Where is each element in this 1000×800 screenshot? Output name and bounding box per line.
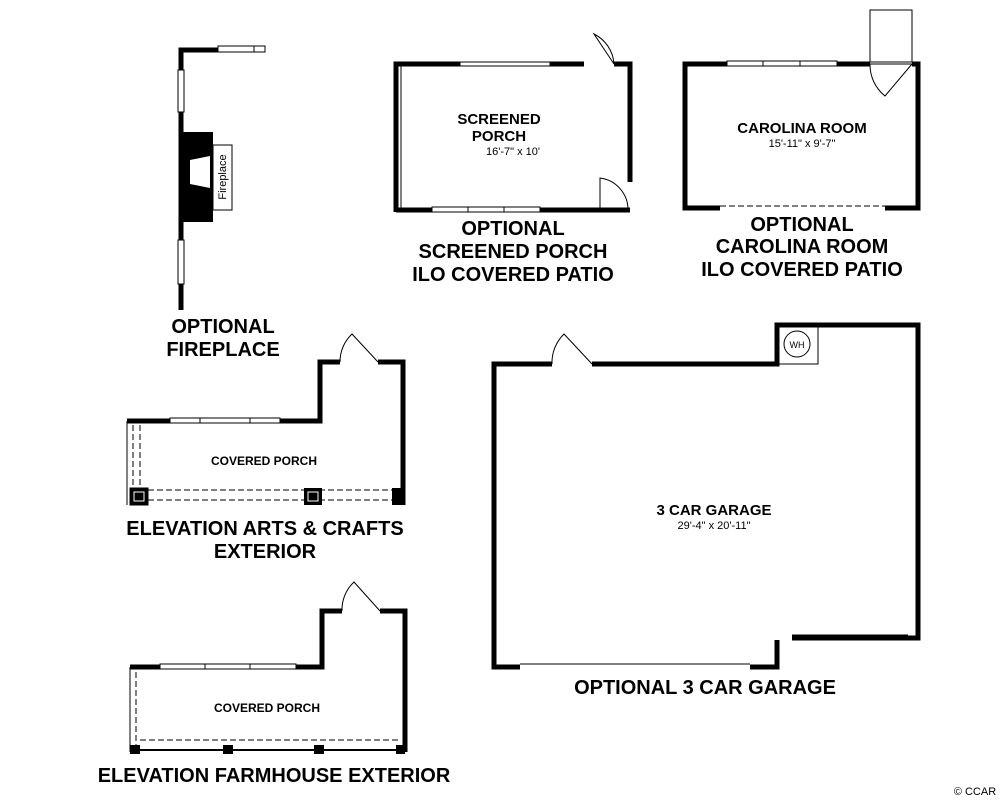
option-label: SCREENED PORCH — [419, 241, 608, 263]
screened-porch-plan: SCREENED PORCH 16'-7" x 10' OPTIONAL SCR… — [393, 32, 633, 286]
garage-plan: WH 3 CAR GARAGE 29'-4" x 20'-11" OPTIONA… — [491, 322, 921, 699]
door-swing-icon — [869, 63, 913, 97]
door-swing-icon — [592, 32, 615, 65]
door-swing-icon — [551, 333, 593, 365]
fireplace-plan: Fireplace OPTIONAL FIREPLACE — [166, 45, 280, 361]
room-name: 3 CAR GARAGE — [656, 502, 771, 519]
option-label: EXTERIOR — [214, 541, 317, 563]
room-name: COVERED PORCH — [214, 701, 320, 715]
option-label: ILO COVERED PATIO — [701, 259, 903, 281]
room-name: SCREENED — [457, 111, 541, 128]
arts-crafts-porch-plan: COVERED PORCH ELEVATION ARTS & CRAFTS EX… — [126, 333, 406, 563]
farmhouse-porch-plan: COVERED PORCH ELEVATION FARMHOUSE EXTERI… — [98, 581, 451, 787]
fireplace-tag: Fireplace — [217, 154, 229, 199]
fireplace-label: OPTIONAL — [171, 316, 274, 338]
option-label: ELEVATION ARTS & CRAFTS — [126, 518, 403, 540]
door-swing-icon — [339, 333, 379, 363]
copyright-notice: © CCAR — [954, 786, 996, 798]
room-dims: 15'-11" x 9'-7" — [769, 138, 836, 150]
room-dims: 16'-7" x 10' — [486, 146, 540, 158]
room-name: PORCH — [472, 128, 526, 145]
door-swing-icon — [341, 581, 381, 612]
option-label: ILO COVERED PATIO — [412, 264, 614, 286]
room-dims: 29'-4" x 20'-11" — [678, 520, 751, 532]
option-label: CAROLINA ROOM — [716, 236, 889, 258]
carolina-room-plan: CAROLINA ROOM 15'-11" x 9'-7" OPTIONAL C… — [682, 9, 921, 281]
option-label: ELEVATION FARMHOUSE EXTERIOR — [98, 765, 451, 787]
option-label: OPTIONAL — [461, 218, 564, 240]
door-swing-icon — [599, 177, 629, 211]
water-heater-label: WH — [790, 340, 805, 350]
room-name: COVERED PORCH — [211, 454, 317, 468]
option-label: OPTIONAL 3 CAR GARAGE — [574, 677, 836, 699]
option-label: OPTIONAL — [750, 214, 853, 236]
fireplace-label-2: FIREPLACE — [166, 339, 279, 361]
room-name: CAROLINA ROOM — [737, 120, 866, 137]
